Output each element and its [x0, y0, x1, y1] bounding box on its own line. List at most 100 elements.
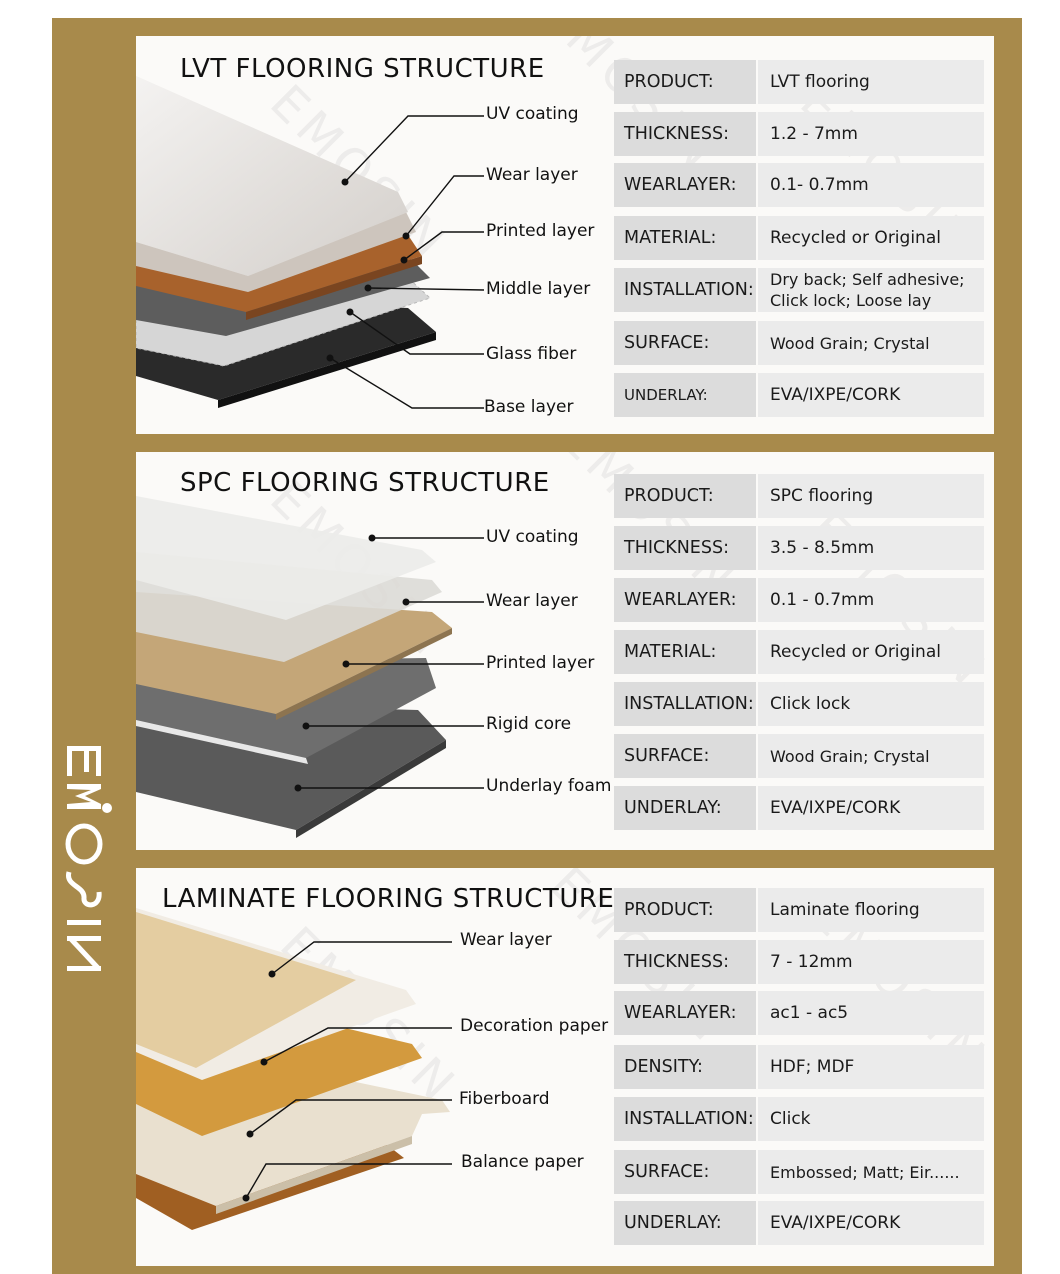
- spec-row-surface: SURFACE: Wood Grain; Crystal: [614, 321, 984, 365]
- leader-dots: [294, 534, 410, 792]
- leader-dots: [326, 178, 410, 362]
- layer-label-wear-layer: Wear layer: [486, 591, 578, 611]
- spec-key: UNDERLAY:: [614, 786, 756, 830]
- spec-row-surface: SURFACE: Embossed; Matt; Eir......: [614, 1150, 984, 1194]
- spec-row-underlay: UNDERLAY: EVA/IXPE/CORK: [614, 786, 984, 830]
- uv-coating-shade: [136, 76, 408, 276]
- spec-row-wearlayer: WEARLAYER: 0.1- 0.7mm: [614, 163, 984, 207]
- spec-table: PRODUCT: SPC flooring THICKNESS: 3.5 - 8…: [614, 474, 986, 834]
- spec-key: THICKNESS:: [614, 526, 756, 570]
- spec-row-surface: SURFACE: Wood Grain; Crystal: [614, 734, 984, 778]
- panel-laminate: EMOSIN EMOSIN EMOSIN LAMINATE FLOORING S…: [136, 868, 994, 1266]
- layer-label-uv-coating: UV coating: [486, 527, 579, 547]
- spec-value: 0.1- 0.7mm: [758, 163, 984, 207]
- spec-row-installation: INSTALLATION: Click: [614, 1097, 984, 1141]
- panel-title: SPC FLOORING STRUCTURE: [180, 468, 550, 498]
- layer-label-decoration-paper: Decoration paper: [460, 1016, 609, 1036]
- printed-layer-edge: [276, 628, 452, 720]
- spec-row-thickness: THICKNESS: 3.5 - 8.5mm: [614, 526, 984, 570]
- spec-table: PRODUCT: Laminate flooring THICKNESS: 7 …: [614, 888, 986, 1248]
- spec-row-material: MATERIAL: Recycled or Original: [614, 216, 984, 260]
- layer-label-printed-layer: Printed layer: [486, 221, 595, 241]
- spec-value: Recycled or Original: [758, 216, 984, 260]
- spec-key: WEARLAYER:: [614, 163, 756, 207]
- spec-key: DENSITY:: [614, 1045, 756, 1089]
- leader-lines: [329, 115, 485, 409]
- spec-row-wearlayer: WEARLAYER: 0.1 - 0.7mm: [614, 578, 984, 622]
- spec-row-underlay: UNDERLAY: EVA/IXPE/CORK: [614, 373, 984, 417]
- spec-row-material: MATERIAL: Recycled or Original: [614, 630, 984, 674]
- uv-coating-shape: [136, 496, 436, 620]
- layer-label-underlay-foam: Underlay foam: [486, 776, 612, 796]
- spec-row-installation: INSTALLATION: Click lock: [614, 682, 984, 726]
- spec-value: SPC flooring: [758, 474, 984, 518]
- spec-key: WEARLAYER:: [614, 578, 756, 622]
- brand-logo-letters: [65, 746, 112, 971]
- spec-key: INSTALLATION:: [614, 268, 756, 312]
- spec-value: Click: [758, 1097, 984, 1141]
- spec-value: Laminate flooring: [758, 888, 984, 932]
- spec-value: Wood Grain; Crystal: [758, 321, 984, 365]
- layer-label-rigid-core: Rigid core: [486, 714, 572, 734]
- spec-key: PRODUCT:: [614, 888, 756, 932]
- spec-row-wearlayer: WEARLAYER: ac1 - ac5: [614, 991, 984, 1035]
- spec-key: PRODUCT:: [614, 474, 756, 518]
- spec-value: 0.1 - 0.7mm: [758, 578, 984, 622]
- layer-label-fiberboard: Fiberboard: [459, 1089, 550, 1109]
- spec-value: EVA/IXPE/CORK: [758, 373, 984, 417]
- layer-label-middle-layer: Middle layer: [486, 279, 591, 299]
- spec-key: WEARLAYER:: [614, 991, 756, 1035]
- layer-label-glass-fiber: Glass fiber: [486, 344, 577, 364]
- spec-key: SURFACE:: [614, 734, 756, 778]
- spec-value: 7 - 12mm: [758, 940, 984, 984]
- spec-row-installation: INSTALLATION: Dry back; Self adhesive; C…: [614, 268, 984, 312]
- spec-row-product: PRODUCT: Laminate flooring: [614, 888, 984, 932]
- spec-row-product: PRODUCT: SPC flooring: [614, 474, 984, 518]
- spec-value: ac1 - ac5: [758, 991, 984, 1035]
- layer-label-wear-layer: Wear layer: [486, 165, 578, 185]
- spec-key: SURFACE:: [614, 321, 756, 365]
- spec-key: INSTALLATION:: [614, 682, 756, 726]
- spec-key: SURFACE:: [614, 1150, 756, 1194]
- spec-value: Recycled or Original: [758, 630, 984, 674]
- layer-label-balance-paper: Balance paper: [461, 1152, 584, 1172]
- underlay-foam-edge: [296, 740, 446, 838]
- leader-lines: [245, 941, 452, 1199]
- spec-value: 1.2 - 7mm: [758, 112, 984, 156]
- layer-label-printed-layer: Printed layer: [486, 653, 595, 673]
- spec-key: INSTALLATION:: [614, 1097, 756, 1141]
- leader-dots: [242, 970, 276, 1202]
- leader-lines: [298, 537, 484, 789]
- spec-value: Embossed; Matt; Eir......: [758, 1150, 984, 1194]
- layer-diagram: [136, 908, 452, 1230]
- panel-lvt: EMOSIN EMOSIN EMOSIN LVT FLOORING STRUCT…: [136, 36, 994, 434]
- brand-logo: [65, 746, 112, 971]
- base-layer-edge: [218, 332, 436, 408]
- spec-table: PRODUCT: LVT flooring THICKNESS: 1.2 - 7…: [614, 60, 986, 420]
- spec-key: PRODUCT:: [614, 60, 756, 104]
- spec-row-underlay: UNDERLAY: EVA/IXPE/CORK: [614, 1201, 984, 1245]
- fiberboard-edge: [216, 1136, 412, 1214]
- spec-key: THICKNESS:: [614, 112, 756, 156]
- layer-label-base-layer: Base layer: [484, 397, 574, 417]
- spec-row-density: DENSITY: HDF; MDF: [614, 1045, 984, 1089]
- panel-spc: EMOSIN EMOSIN EMOSIN SPC FLOORING STRUCT…: [136, 452, 994, 850]
- spec-key: UNDERLAY:: [614, 1201, 756, 1245]
- spec-row-thickness: THICKNESS: 7 - 12mm: [614, 940, 984, 984]
- layer-label-uv-coating: UV coating: [486, 104, 579, 124]
- layer-label-wear-layer: Wear layer: [460, 930, 552, 950]
- spec-value: EVA/IXPE/CORK: [758, 786, 984, 830]
- panel-title: LVT FLOORING STRUCTURE: [180, 54, 545, 84]
- spec-value: EVA/IXPE/CORK: [758, 1201, 984, 1245]
- spec-row-thickness: THICKNESS: 1.2 - 7mm: [614, 112, 984, 156]
- spec-key: MATERIAL:: [614, 216, 756, 260]
- layer-diagram: [136, 496, 484, 838]
- spec-key: UNDERLAY:: [614, 373, 756, 417]
- spec-value: Dry back; Self adhesive; Click lock; Loo…: [758, 268, 984, 312]
- panel-title: LAMINATE FLOORING STRUCTURE: [162, 884, 615, 914]
- wear-layer-wood-tint: [136, 912, 356, 1068]
- printed-layer-edge: [246, 256, 422, 320]
- spec-value: 3.5 - 8.5mm: [758, 526, 984, 570]
- layer-diagram: [136, 76, 485, 409]
- spec-value: Wood Grain; Crystal: [758, 734, 984, 778]
